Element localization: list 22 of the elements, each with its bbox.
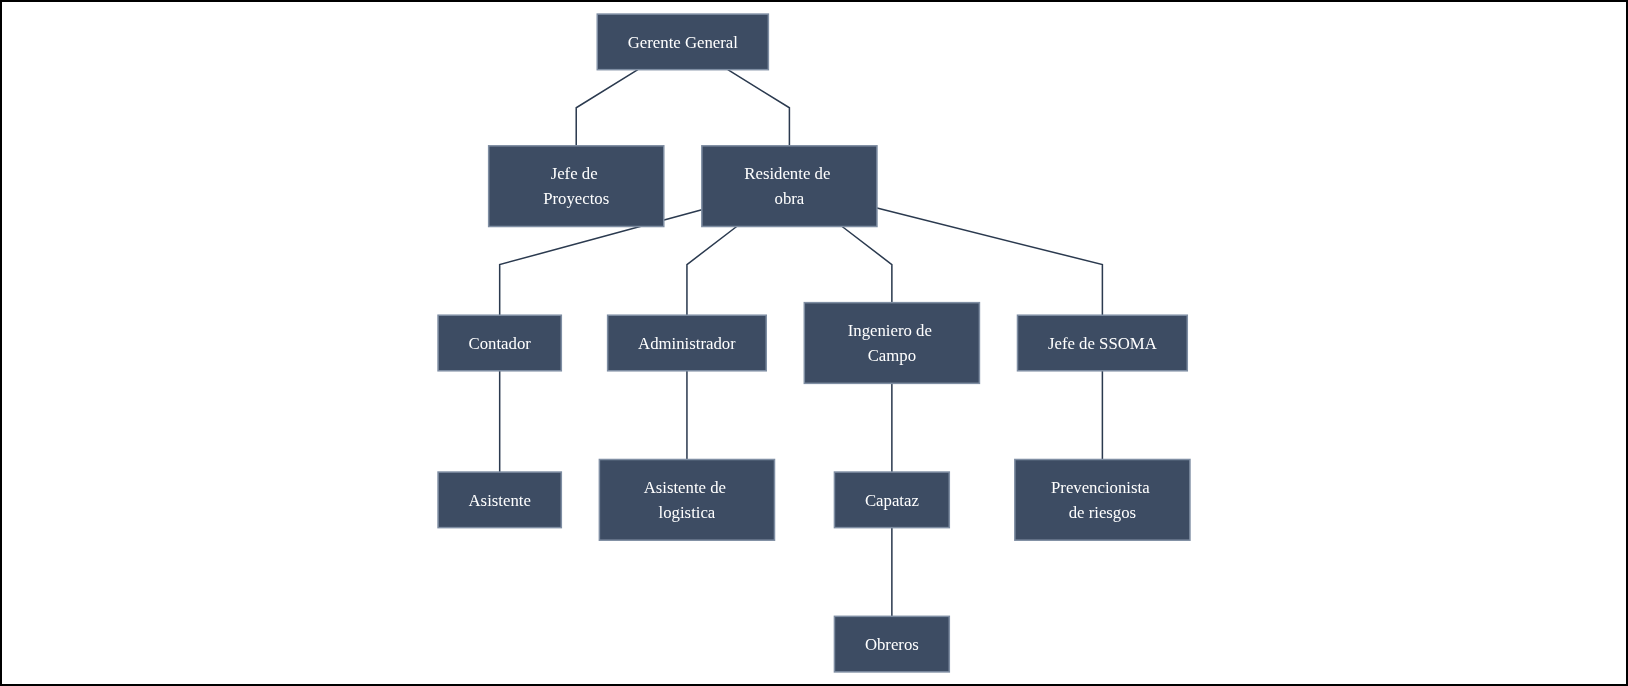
connector [891, 526, 893, 618]
node-box: Capataz [833, 471, 951, 529]
node-box: Residente de obra [701, 145, 878, 228]
connector [841, 225, 893, 304]
connector [891, 382, 893, 473]
connector [876, 207, 1104, 316]
node-box: Jefe de SSOMA [1016, 314, 1189, 372]
node-box: Asistente de logistica [598, 458, 776, 541]
node-box: Asistente [437, 471, 563, 529]
connector [498, 370, 501, 473]
node-box: Gerente General [596, 13, 770, 71]
connector [1101, 370, 1104, 461]
node-box: Administrador [606, 314, 767, 372]
connector [686, 225, 738, 316]
node-box: Contador [437, 314, 563, 372]
node-box: Jefe de Proyectos [487, 145, 665, 228]
node-box: Obreros [833, 615, 951, 673]
node-box: Prevencionista de riesgos [1014, 458, 1191, 541]
connector [686, 370, 688, 461]
connector [727, 68, 791, 147]
node-box: Ingeniero de Campo [803, 301, 981, 385]
connector [575, 68, 639, 147]
